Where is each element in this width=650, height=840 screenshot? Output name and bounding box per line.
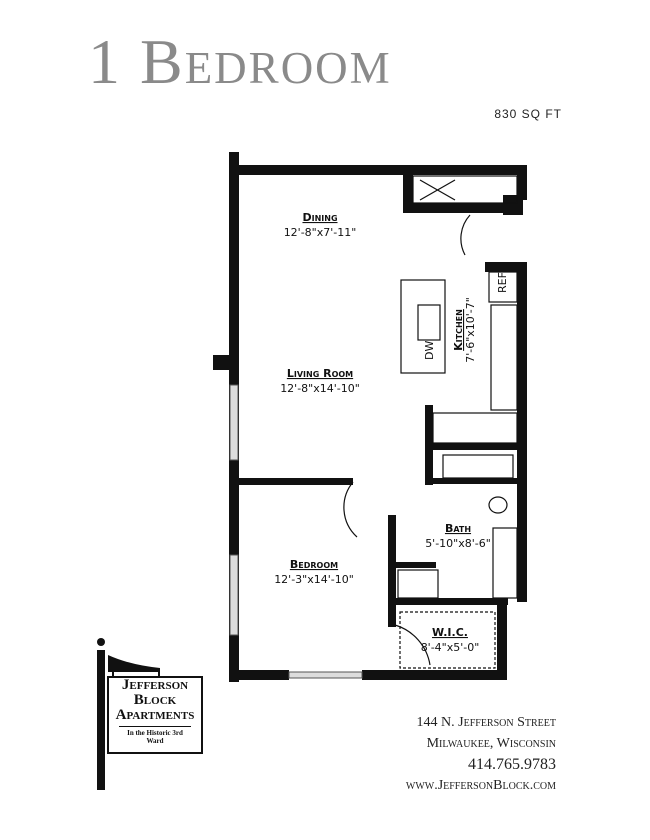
logo-tagline: In the Historic 3rd Ward <box>119 726 191 745</box>
square-footage: 830 SQ FT <box>494 107 562 121</box>
kitchen-label: Kitchen <box>452 309 465 351</box>
fixtures <box>343 175 518 669</box>
phone-number: 414.765.9783 <box>468 756 556 773</box>
logo-line-3: Apartments <box>115 707 195 723</box>
wic-size: 8'-4"x5'-0" <box>421 641 480 654</box>
bath-label: Bath <box>445 522 471 535</box>
logo-line-2: Block <box>133 692 177 708</box>
dining-size: 12'-8"x7'-11" <box>284 226 357 239</box>
bath-size: 5'-10"x8'-6" <box>425 537 491 550</box>
living-room-size: 12'-8"x14'-10" <box>280 382 360 395</box>
city-state: Milwaukee, Wisconsin <box>426 736 556 751</box>
logo-line-1: Jefferson <box>121 677 189 693</box>
contact-block: 144 N. Jefferson Street Milwaukee, Wisco… <box>406 712 556 796</box>
street-address: 144 N. Jefferson Street <box>416 715 556 730</box>
page-title: 1 Bedroom <box>88 26 392 97</box>
wic-label: W.I.C. <box>432 626 468 639</box>
refrigerator-label: REF <box>496 272 509 293</box>
walls <box>213 152 527 682</box>
website-link[interactable]: www.JeffersonBlock.com <box>405 778 556 793</box>
bedroom-size: 12'-3"x14'-10" <box>274 573 354 586</box>
sign-post-icon <box>97 638 160 790</box>
kitchen-size: 7'-6"x10'-7" <box>464 297 477 363</box>
bedroom-label: Bedroom <box>290 558 338 571</box>
living-room-label: Living Room <box>287 367 353 380</box>
dishwasher-label: DW <box>423 341 436 360</box>
windows <box>229 384 363 679</box>
jefferson-block-logo: Jefferson Block Apartments In the Histor… <box>107 676 203 754</box>
dining-label: Dining <box>302 211 337 224</box>
